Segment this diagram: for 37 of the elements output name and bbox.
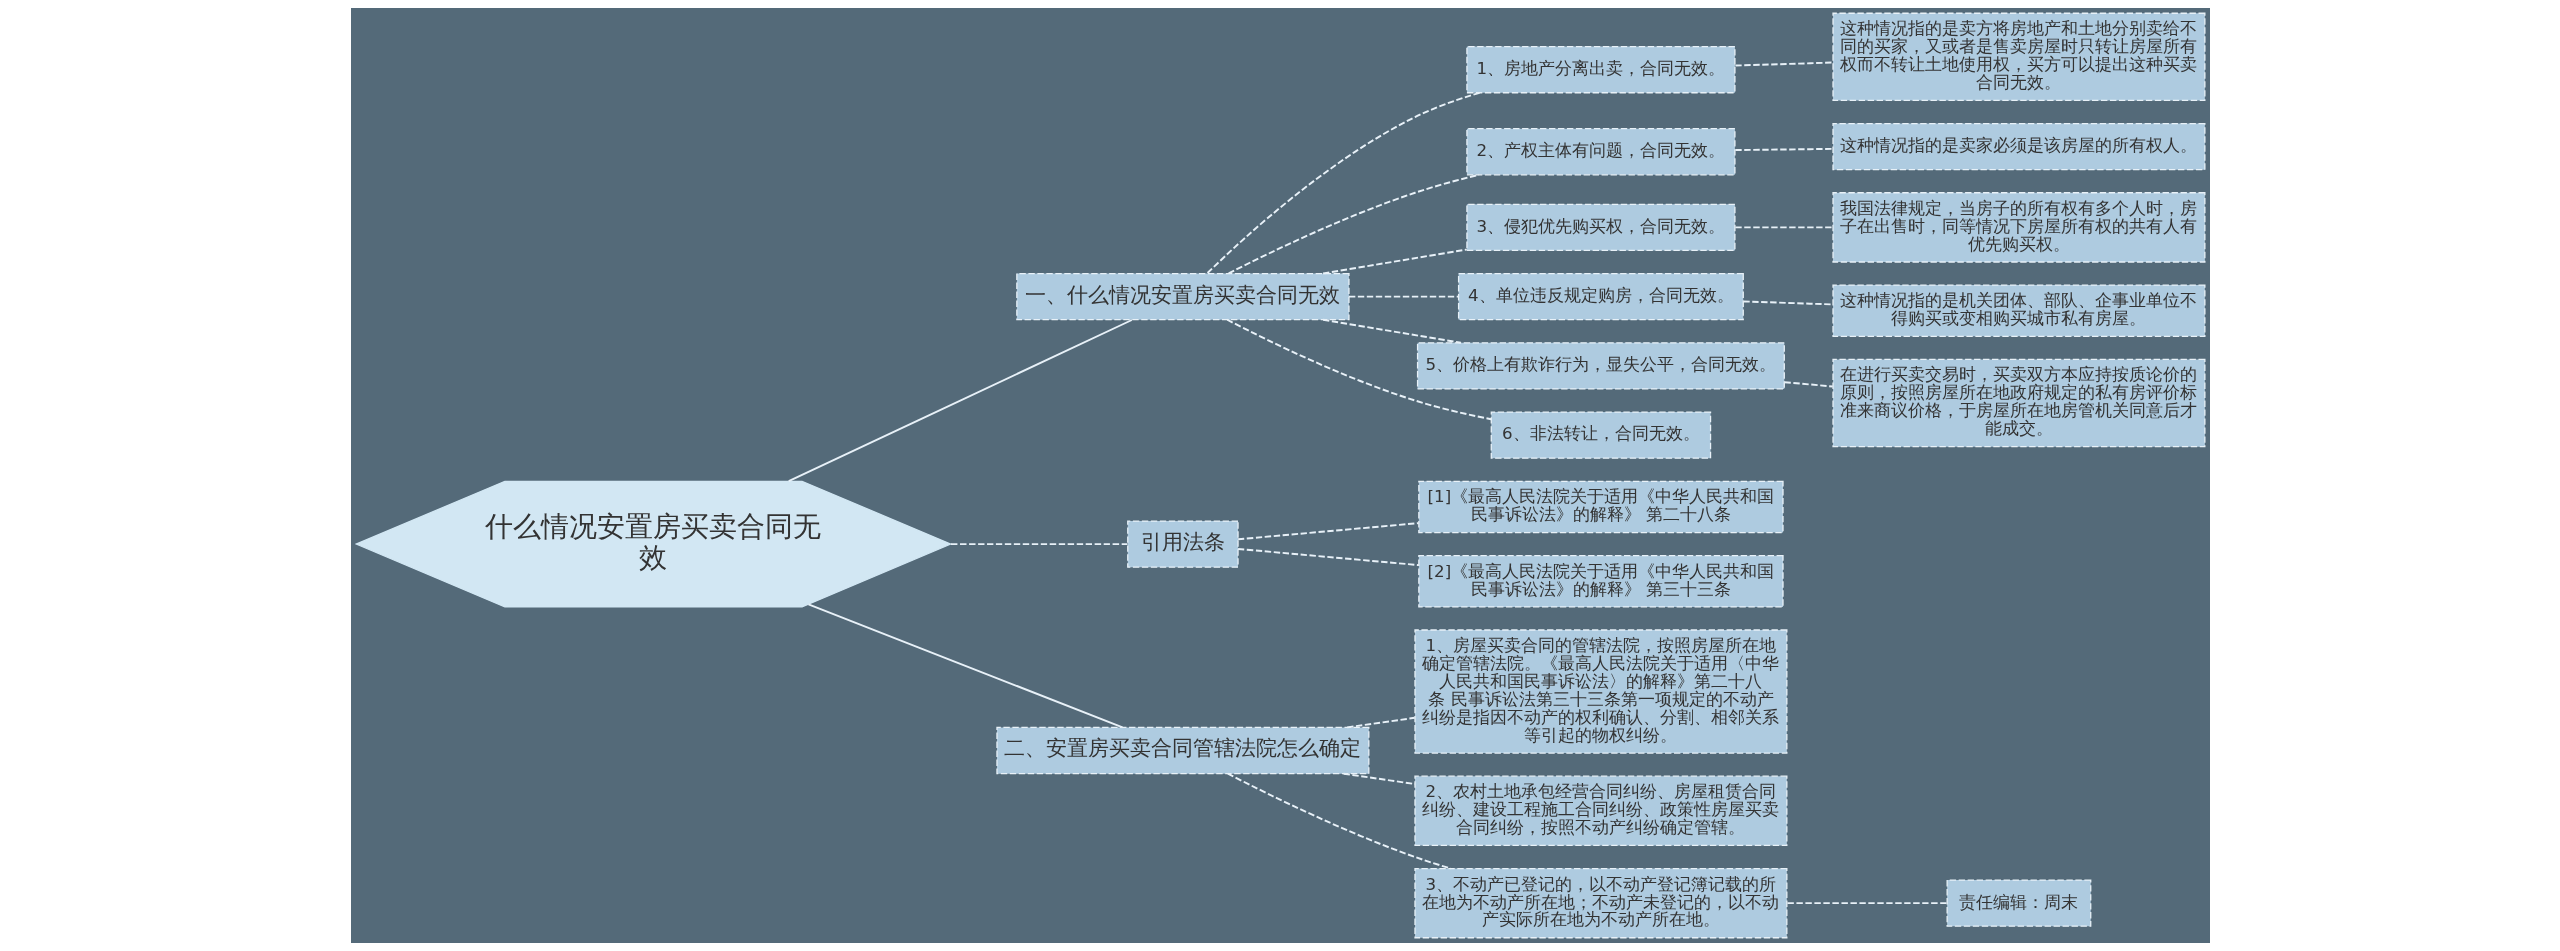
connector bbox=[1236, 522, 1420, 541]
connector bbox=[1733, 226, 1834, 229]
node-box: 2、农村土地承包经营合同纠纷、房屋租赁合同纠纷、建设工程施工合同纠纷、政策性房屋买卖合同纠纷，按照不动产纠纷确定管辖。 bbox=[1413, 775, 1787, 847]
node-box: 3、不动产已登记的，以不动产登记簿记载的所在地为不动产所在地；不动产未登记的，以不动产实际所在地为不动产所在地。 bbox=[1413, 867, 1787, 939]
connector bbox=[1733, 147, 1834, 152]
node-box: 4、单位违反规定购房，合同无效。 bbox=[1457, 272, 1744, 321]
node-box: 这种情况指的是卖方将房地产和土地分别卖给不同的买家，又或者是售卖房屋时只转让房屋所有权而不转让土地使用权，买方可以提出这种买卖合同无效。 bbox=[1831, 12, 2205, 102]
connector bbox=[949, 543, 1128, 546]
connector bbox=[1345, 716, 1416, 729]
connector bbox=[1321, 248, 1468, 275]
node-box: 引用法条 bbox=[1126, 520, 1239, 568]
connector bbox=[787, 319, 1133, 483]
node-box: 一、什么情况安置房买卖合同无效 bbox=[1015, 272, 1350, 321]
node-box: 5、价格上有欺诈行为，显失公平，合同无效。 bbox=[1416, 342, 1785, 390]
node-box: 二、安置房买卖合同管辖法院怎么确定 bbox=[995, 726, 1369, 775]
connector bbox=[1236, 547, 1420, 567]
node-box: 2、产权主体有问题，合同无效。 bbox=[1465, 128, 1736, 176]
node-box: [2]《最高人民法院关于适用《中华人民共和国民事诉讼法》的解释》 第三十三条 bbox=[1417, 555, 1784, 608]
connector bbox=[1321, 318, 1462, 344]
connector bbox=[1733, 61, 1834, 67]
node-box: 在进行买卖交易时，买卖双方本应持按质论价的原则，按照房屋所在地政府规定的私有房评价标准来商议价格，于房屋所在地房管机关同意后才能成交。 bbox=[1831, 358, 2205, 448]
node-box: 3、侵犯优先购买权，合同无效。 bbox=[1465, 203, 1736, 252]
node-box: [1]《最高人民法院关于适用《中华人民共和国民事诉讼法》的解释》 第二十八条 bbox=[1417, 480, 1784, 534]
connector bbox=[1782, 381, 1834, 388]
connector bbox=[1786, 902, 1948, 905]
node-box: 这种情况指的是机关团体、部队、企事业单位不得购买或变相购买城市私有房屋。 bbox=[1831, 284, 2205, 337]
connector bbox=[1741, 300, 1834, 306]
connector bbox=[1206, 91, 1481, 274]
node-box: 责任编辑：周末 bbox=[1946, 879, 2091, 927]
node-box: 这种情况指的是卖家必须是该房屋的所有权人。 bbox=[1831, 122, 2205, 171]
connector bbox=[807, 603, 1123, 729]
node-box: 1、房地产分离出卖，合同无效。 bbox=[1465, 45, 1736, 94]
connector bbox=[1347, 295, 1459, 298]
node-box: 我国法律规定，当房子的所有权有多个人时，房子在出售时，同等情况下房屋所有权的共有人有优先购买权。 bbox=[1831, 192, 2205, 263]
node-box: 6、非法转让，合同无效。 bbox=[1490, 411, 1711, 459]
node-box: 1、房屋买卖合同的管辖法院，按照房屋所在地确定管辖法院。《最高人民法院关于适用〈中华人民共和国民事诉讼法〉的解释》第二十八条 民事诉讼法第三十三条第一项规定的不动产纠纷是指因不动产的权利确认、分割、相邻关系等引起的物权纠纷。 bbox=[1413, 629, 1787, 754]
connector bbox=[1225, 318, 1492, 421]
